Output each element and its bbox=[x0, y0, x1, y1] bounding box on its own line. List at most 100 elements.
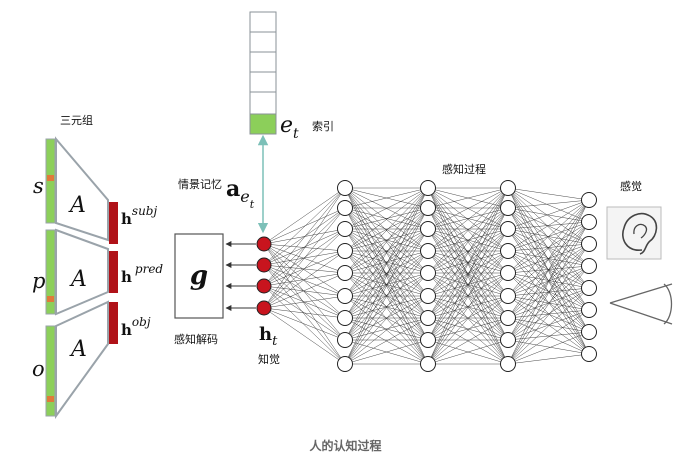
network-node bbox=[420, 221, 436, 237]
index-label: 索引 bbox=[312, 119, 334, 133]
network-edge bbox=[507, 187, 590, 245]
network-node bbox=[420, 243, 436, 259]
matrix-a-o: A bbox=[69, 337, 87, 362]
network-node bbox=[500, 243, 516, 259]
network-edge bbox=[344, 250, 429, 365]
network-edge bbox=[507, 243, 590, 341]
network-node bbox=[420, 356, 436, 372]
network-edge bbox=[427, 228, 509, 341]
network-node bbox=[581, 258, 597, 274]
network-edge bbox=[344, 207, 429, 319]
network-edge bbox=[263, 187, 346, 309]
network-edge bbox=[507, 221, 590, 341]
network-edge bbox=[507, 199, 590, 209]
network-edge bbox=[427, 187, 509, 252]
network-edge bbox=[344, 295, 429, 341]
network-node bbox=[581, 192, 597, 208]
a-e-t-symbol: aet bbox=[226, 176, 255, 211]
network-node bbox=[581, 346, 597, 362]
network-node bbox=[337, 288, 353, 304]
network-edge bbox=[263, 207, 346, 245]
network-edge bbox=[427, 187, 509, 341]
network-node bbox=[420, 310, 436, 326]
network-edge bbox=[344, 187, 429, 230]
network-edge bbox=[507, 272, 590, 333]
network-edge bbox=[344, 250, 429, 274]
network-edge bbox=[507, 243, 590, 274]
network-edge bbox=[344, 207, 429, 274]
network-node bbox=[337, 265, 353, 281]
decoder-box bbox=[174, 233, 224, 319]
network-edge bbox=[263, 243, 346, 297]
network-edge bbox=[507, 331, 590, 341]
network-edge bbox=[263, 285, 346, 365]
network-edge bbox=[507, 199, 590, 274]
network-edge bbox=[263, 243, 346, 319]
network-node bbox=[420, 180, 436, 196]
triple-label: 三元组 bbox=[60, 113, 93, 127]
network-node bbox=[500, 332, 516, 348]
network-edge bbox=[427, 207, 509, 252]
network-node bbox=[420, 332, 436, 348]
triple-letter-o: o bbox=[32, 357, 45, 381]
network-edge bbox=[344, 207, 429, 365]
network-edge bbox=[427, 295, 509, 341]
network-edge bbox=[507, 353, 590, 365]
network-edge bbox=[263, 264, 346, 319]
triple-letter-p: p bbox=[32, 269, 45, 293]
network-edge bbox=[263, 243, 346, 274]
network-node bbox=[337, 356, 353, 372]
network-node bbox=[581, 280, 597, 296]
matrix-a-s: A bbox=[68, 193, 86, 218]
network-edge bbox=[427, 187, 509, 274]
network-edge bbox=[427, 228, 509, 365]
network-edge bbox=[344, 187, 429, 297]
episodic-memory-label: 情景记忆 bbox=[178, 178, 222, 191]
network-edge bbox=[344, 272, 429, 341]
network-edge bbox=[507, 207, 590, 245]
network-edge bbox=[263, 187, 346, 245]
network-edge bbox=[507, 187, 590, 267]
network-node bbox=[337, 243, 353, 259]
network-edge bbox=[427, 295, 509, 365]
network-edge bbox=[507, 287, 590, 365]
perception-label: 感觉 bbox=[620, 180, 642, 193]
triple-block-p bbox=[45, 228, 118, 316]
h-t-symbol: ht bbox=[259, 324, 278, 349]
network-node bbox=[500, 180, 516, 196]
network-edge bbox=[507, 221, 590, 365]
network-edge bbox=[507, 272, 590, 311]
memory-node bbox=[256, 236, 272, 252]
network-edge bbox=[507, 199, 590, 297]
network-edge bbox=[507, 272, 590, 289]
decoder-arrows bbox=[225, 241, 256, 311]
network-edge bbox=[344, 187, 429, 209]
h-subj-label: hsubj bbox=[121, 204, 157, 228]
network-edge bbox=[263, 207, 346, 266]
perception-decode-label: 感知解码 bbox=[174, 332, 218, 346]
network-edge bbox=[507, 187, 590, 201]
network-edge bbox=[344, 228, 429, 274]
network-edge bbox=[263, 243, 346, 341]
network-nodes bbox=[256, 180, 597, 372]
network-edge bbox=[427, 207, 509, 274]
network-node bbox=[420, 288, 436, 304]
network-edge bbox=[344, 187, 429, 365]
network-edge bbox=[263, 187, 346, 287]
network-edge bbox=[263, 295, 346, 309]
network-edge bbox=[344, 339, 429, 365]
network-edge bbox=[427, 187, 509, 365]
network-edge bbox=[344, 187, 429, 341]
e-t-symbol: et bbox=[280, 113, 299, 142]
network-edge bbox=[263, 243, 346, 365]
knowing-label: 知觉 bbox=[258, 352, 280, 366]
network-edge bbox=[344, 207, 429, 230]
network-edge bbox=[344, 228, 429, 341]
network-node bbox=[500, 288, 516, 304]
network-edge bbox=[507, 243, 590, 365]
eye-icon bbox=[609, 283, 673, 325]
perception-process-label: 感知过程 bbox=[442, 162, 486, 176]
network-node bbox=[581, 302, 597, 318]
triple-letter-s: s bbox=[33, 174, 44, 198]
network-edge bbox=[344, 187, 429, 274]
